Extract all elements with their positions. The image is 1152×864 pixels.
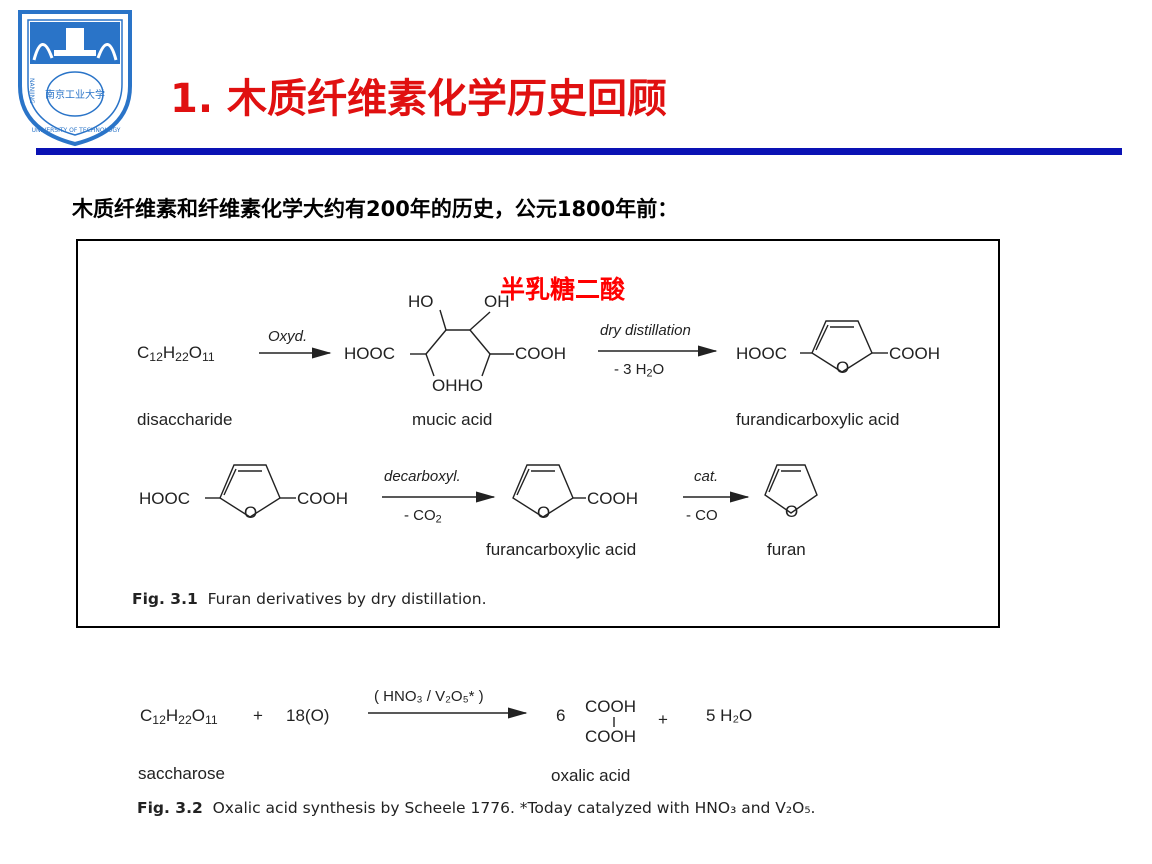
oxalic-cooh-bottom: COOH (585, 727, 636, 746)
saccharose-formula: C12H22O11 (140, 706, 218, 728)
fca-ring-oxygen: O (537, 503, 551, 522)
figure-3-1-caption: Fig. 3.1 Furan derivatives by dry distil… (132, 590, 487, 608)
university-logo: 南京工业大学 NANJING UNIVERSITY OF TECHNOLOGY (16, 8, 134, 148)
mucic-oh-top-group: OH (484, 292, 510, 311)
fdca-ring-oxygen: O (836, 358, 850, 377)
fdca-label: furandicarboxylic acid (736, 410, 900, 429)
nitric-vanadium-condition: ( HNO₃ / V₂O₅* ) (374, 688, 484, 705)
plus-sign-1: + (253, 706, 263, 725)
fca-label: furancarboxylic acid (486, 540, 637, 559)
furan-label: furan (767, 540, 806, 559)
oxalic-acid-label: oxalic acid (551, 766, 631, 785)
row2-ring-oxygen: O (244, 503, 258, 522)
mucic-ohho-group: OHHO (432, 376, 483, 395)
figure-3-2-caption: Fig. 3.2 Oxalic acid synthesis by Scheel… (137, 799, 816, 817)
oxidation-condition: Oxyd. (268, 328, 308, 345)
fdca-cooh-group: COOH (889, 344, 940, 363)
co2-loss-condition: - CO2 (404, 507, 442, 526)
title-rule (36, 148, 1122, 155)
water-product: 5 H₂O (706, 706, 753, 725)
svg-text:NANJING: NANJING (28, 78, 35, 104)
water-loss-condition: - 3 H2O (614, 361, 665, 380)
co-loss-condition: - CO (686, 507, 718, 524)
row2-hooc-group: HOOC (139, 489, 190, 508)
figure-3-1-box (76, 239, 1000, 628)
disaccharide-label: disaccharide (137, 410, 233, 429)
mucic-ho-group: HO (408, 292, 434, 311)
oxalic-coefficient: 6 (556, 706, 566, 725)
svg-text:UNIVERSITY OF TECHNOLOGY: UNIVERSITY OF TECHNOLOGY (32, 127, 121, 134)
mucic-cooh-group: COOH (515, 344, 566, 363)
oxygen-reagent: 18(O) (286, 706, 330, 725)
plus-sign-2: + (658, 710, 668, 729)
galactaric-acid-annotation: 半乳糖二酸 (500, 275, 626, 304)
dry-distillation-condition: dry distillation (600, 322, 691, 339)
decarboxylation-condition: decarboxyl. (384, 468, 461, 485)
mucic-acid-label: mucic acid (412, 410, 493, 429)
oxalic-cooh-top: COOH (585, 697, 636, 716)
university-seal-icon: 南京工业大学 NANJING UNIVERSITY OF TECHNOLOGY (18, 10, 132, 147)
row2-cooh-group: COOH (297, 489, 348, 508)
mucic-hooc-group: HOOC (344, 344, 395, 363)
fca-cooh-group: COOH (587, 489, 638, 508)
slide-title: 1. 木质纤维素化学历史回顾 (170, 76, 667, 122)
saccharose-label: saccharose (138, 764, 225, 783)
catalyst-condition: cat. (694, 468, 719, 485)
svg-text:南京工业大学: 南京工业大学 (45, 88, 105, 101)
disaccharide-formula: C12H22O11 (137, 343, 215, 365)
slide-subtitle: 木质纤维素和纤维素化学大约有200年的历史，公元1800年前： (72, 197, 679, 221)
furan-ring-oxygen: O (785, 502, 799, 521)
fdca-hooc-group: HOOC (736, 344, 787, 363)
